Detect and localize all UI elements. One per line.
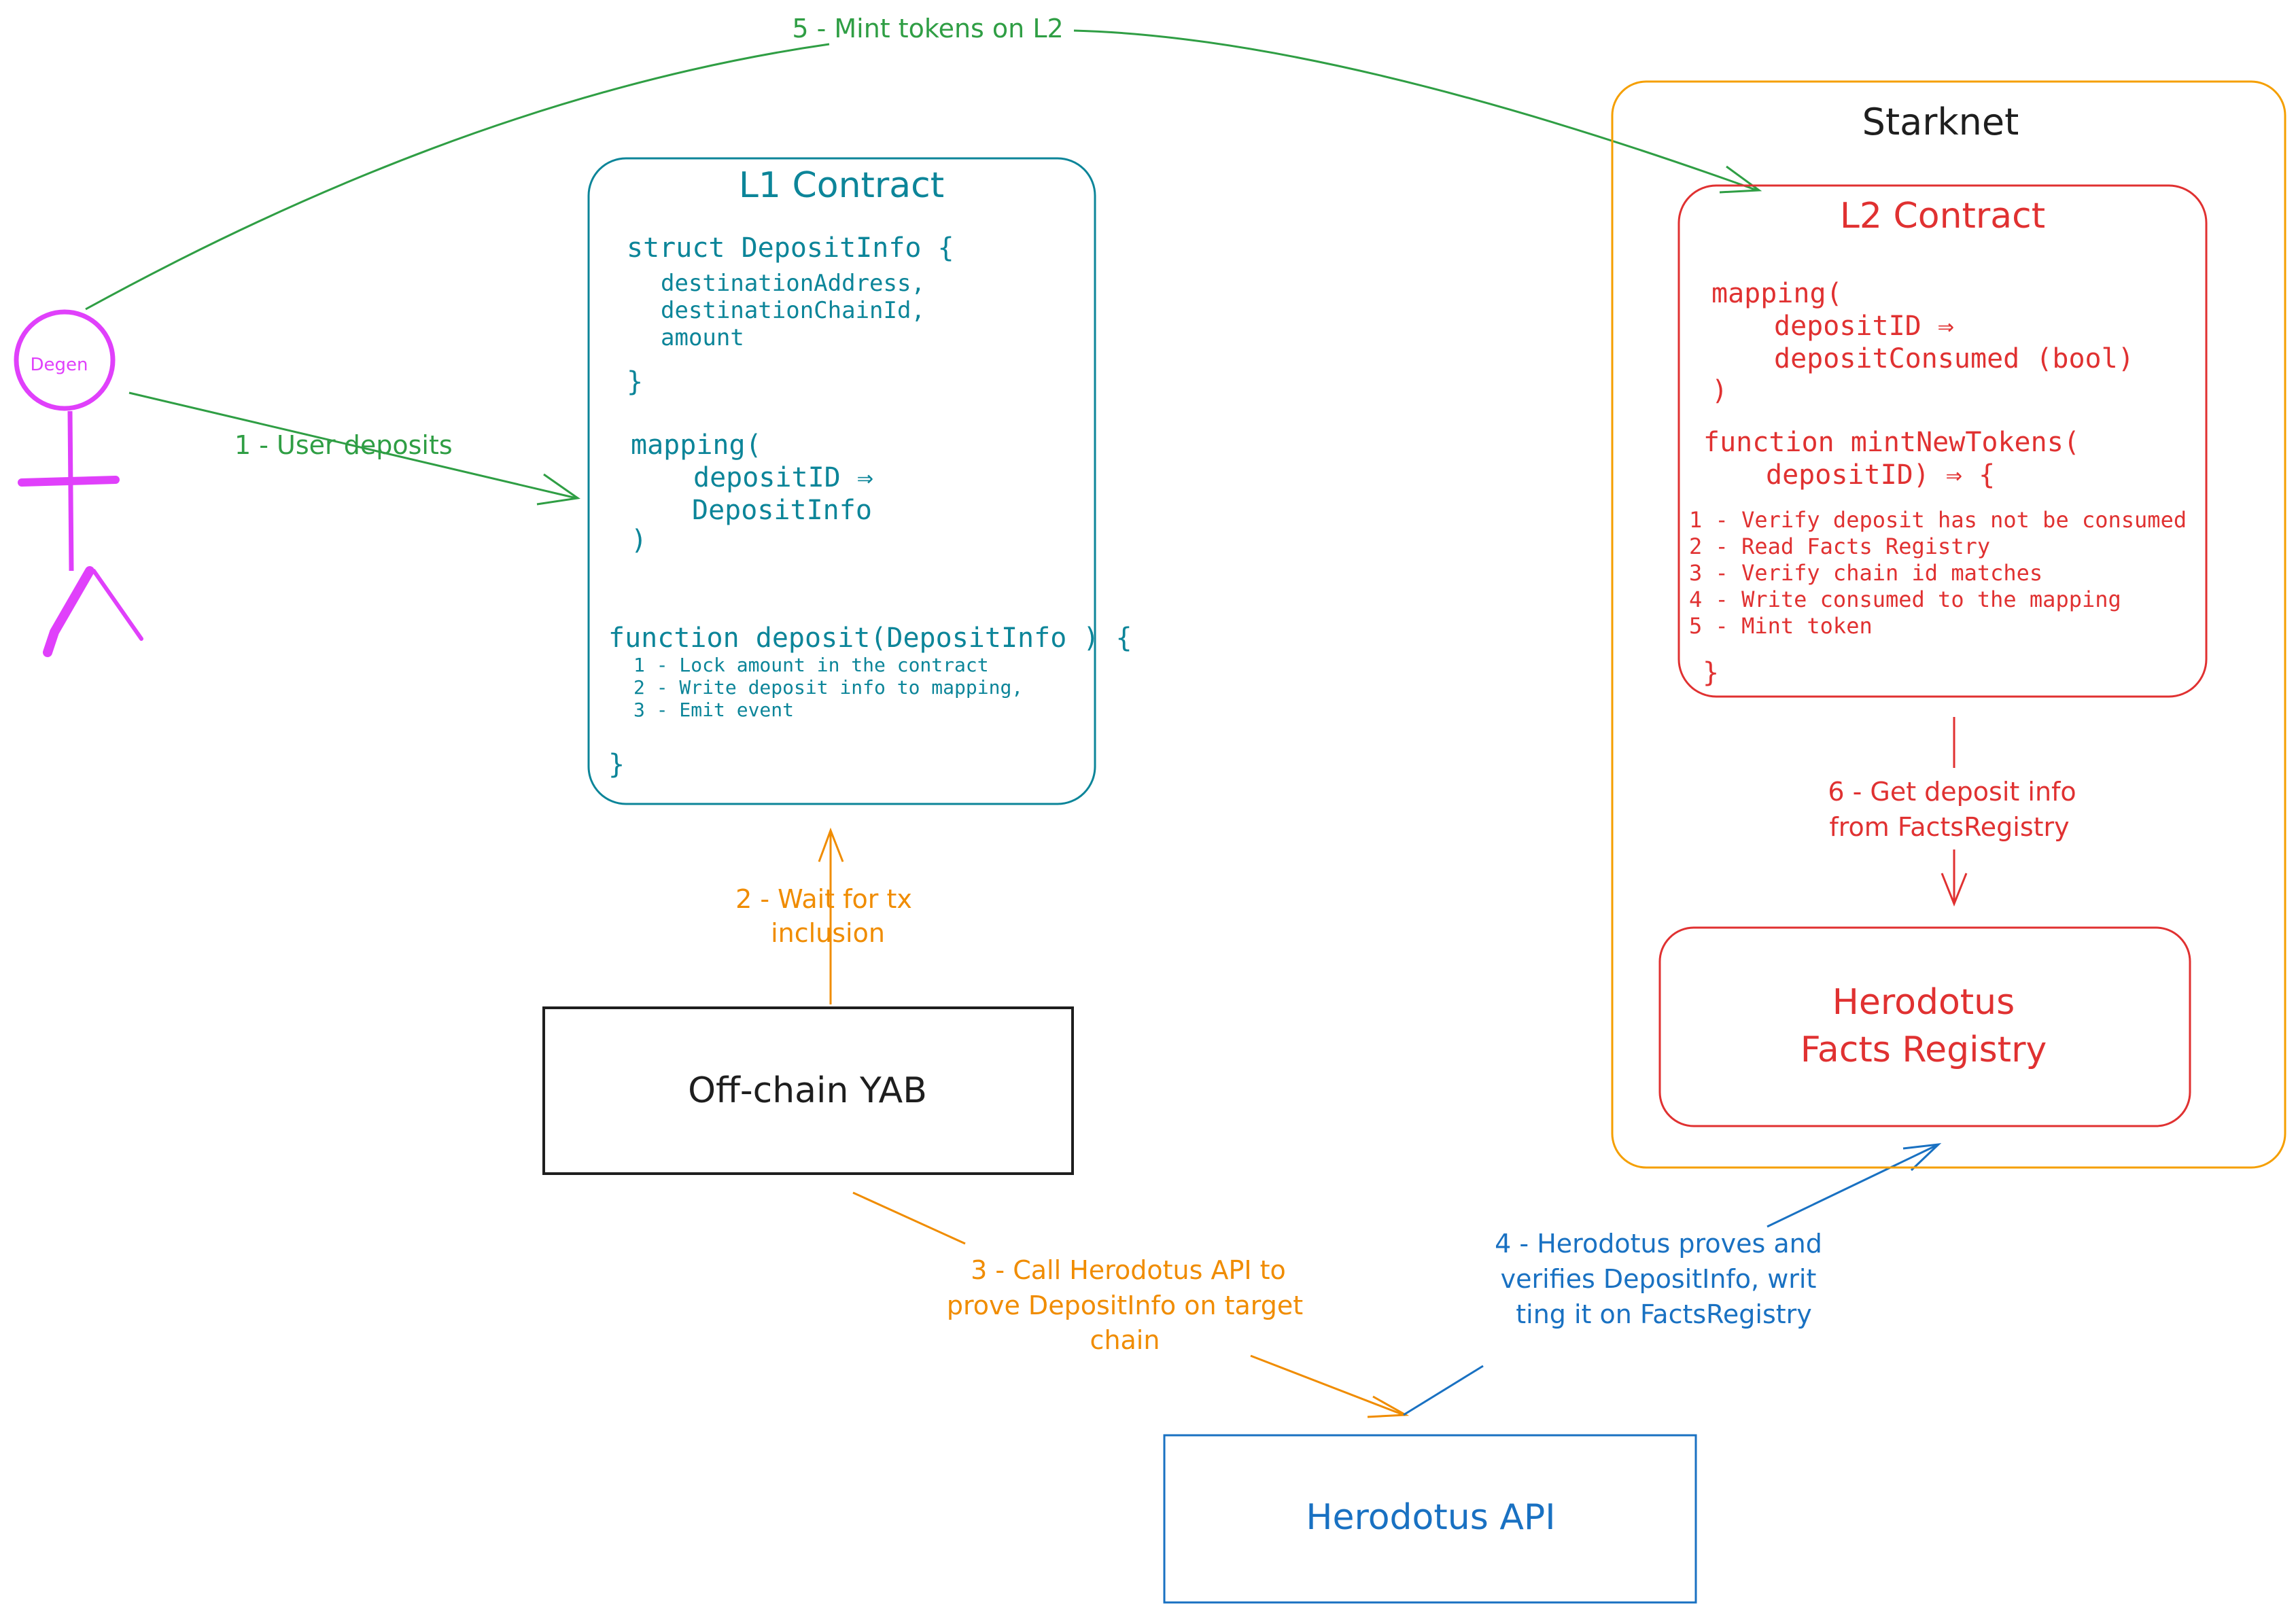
actor-label: Degen: [31, 355, 88, 375]
l2-mapping-key: depositID ⇒: [1774, 311, 1954, 342]
facts-registry-label-line1: Herodotus: [1832, 982, 2015, 1023]
edge-wait-inclusion-arrowhead: [818, 827, 844, 862]
edge-call-herodotus: 3 - Call Herodotus API to prove DepositI…: [852, 1191, 1410, 1418]
l1-function-signature: function deposit(DepositInfo ) {: [608, 622, 1132, 654]
l1-function-step: 3 - Emit event: [633, 699, 794, 721]
starknet-frame: Starknet: [1611, 80, 2286, 1169]
edge-mint-tokens: 5 - Mint tokens on L2: [85, 14, 1762, 311]
edge-call-herodotus-arrowhead: [1367, 1395, 1410, 1418]
l1-mapping-open: mapping(: [631, 429, 762, 461]
l2-function-step: 4 - Write consumed to the mapping: [1689, 586, 2121, 612]
starknet-frame-box: [1611, 80, 2286, 1169]
actor-arms: [18, 476, 120, 487]
l1-struct-field: amount: [661, 324, 744, 351]
l1-contract-title: L1 Contract: [739, 165, 944, 206]
l2-mapping-open: mapping(: [1711, 278, 1843, 309]
edge-user-deposits-line: [128, 391, 577, 499]
l2-function-close: }: [1703, 657, 1719, 688]
l1-struct-field: destinationAddress,: [661, 270, 925, 297]
edge-user-deposits-arrowhead: [536, 473, 580, 506]
l2-mapping-close: ): [1711, 375, 1728, 406]
l2-mapping-value: depositConsumed (bool): [1774, 343, 2134, 374]
l2-function-argument: depositID) ⇒ {: [1766, 459, 1995, 491]
edge-get-deposit-info: 6 - Get deposit info from FactsRegistry: [1828, 717, 2076, 907]
l2-contract: L2 Contract mapping( depositID ⇒ deposit…: [1677, 184, 2208, 698]
edge-mint-tokens-arrowhead: [1719, 165, 1762, 194]
facts-registry-box: [1658, 926, 2191, 1127]
l1-function-close: }: [608, 749, 625, 780]
degen-actor: Degen: [14, 309, 143, 657]
l1-contract: L1 Contract struct DepositInfo { destina…: [587, 157, 1132, 805]
facts-registry-label-line2: Facts Registry: [1801, 1030, 2047, 1070]
edge-wait-inclusion-label-line2: inclusion: [771, 918, 885, 948]
edge-herodotus-proves-arrowhead: [1902, 1142, 1942, 1172]
actor-head: [14, 309, 116, 411]
offchain-yab-label: Off-chain YAB: [688, 1070, 927, 1111]
l2-contract-box: [1677, 184, 2208, 698]
edge-user-deposits-label: 1 - User deposits: [234, 430, 453, 460]
l1-struct-field: destinationChainId,: [661, 297, 925, 324]
edge-call-herodotus-line-b: [1250, 1354, 1404, 1416]
edge-call-herodotus-label-line3: chain: [1090, 1325, 1160, 1355]
edge-herodotus-proves-label-line3: ting it on FactsRegistry: [1516, 1299, 1812, 1329]
starknet-title: Starknet: [1862, 101, 2019, 143]
edge-call-herodotus-line-a: [852, 1191, 966, 1245]
l1-mapping-close: ): [631, 525, 647, 556]
actor-right-leg: [92, 569, 143, 641]
facts-registry: Herodotus Facts Registry: [1658, 926, 2191, 1127]
herodotus-api-box: [1163, 1434, 1697, 1604]
herodotus-api-label: Herodotus API: [1306, 1497, 1555, 1538]
herodotus-api: Herodotus API: [1163, 1434, 1697, 1604]
edge-wait-inclusion-label-line1: 2 - Wait for tx: [735, 884, 912, 914]
edge-call-herodotus-label-line2: prove DepositInfo on target: [947, 1291, 1303, 1320]
edge-wait-inclusion: 2 - Wait for tx inclusion: [735, 827, 912, 1004]
l2-function-step: 2 - Read Facts Registry: [1689, 533, 1990, 559]
offchain-yab: Off-chain YAB: [542, 1006, 1074, 1175]
l1-function-step: 1 - Lock amount in the contract: [633, 654, 989, 676]
l1-struct-declaration: struct DepositInfo {: [627, 232, 954, 264]
edge-get-deposit-info-label-line1: 6 - Get deposit info: [1828, 777, 2076, 807]
l1-function-step: 2 - Write deposit info to mapping,: [633, 676, 1023, 699]
l2-function-signature: function mintNewTokens(: [1703, 427, 2080, 458]
edge-herodotus-proves-label-line1: 4 - Herodotus proves and: [1495, 1229, 1822, 1259]
l1-struct-close: }: [627, 366, 643, 398]
edge-mint-tokens-line-b: [1073, 29, 1758, 192]
l2-contract-title: L2 Contract: [1840, 196, 2045, 236]
edge-herodotus-proves: 4 - Herodotus proves and verifies Deposi…: [1403, 1142, 1942, 1416]
edge-user-deposits: 1 - User deposits: [128, 391, 580, 506]
edge-call-herodotus-label-line1: 3 - Call Herodotus API to: [971, 1255, 1286, 1285]
offchain-yab-box: [542, 1006, 1074, 1175]
edge-herodotus-proves-label-line2: verifies DepositInfo, writ: [1501, 1264, 1817, 1294]
edge-get-deposit-info-arrowhead: [1941, 873, 1968, 907]
l1-mapping-key: depositID ⇒: [693, 462, 873, 493]
l2-function-step: 1 - Verify deposit has not be consumed: [1689, 507, 2187, 533]
edge-mint-tokens-line-a: [85, 43, 830, 311]
edge-herodotus-proves-line-a: [1403, 1365, 1484, 1416]
l2-function-step: 5 - Mint token: [1689, 613, 1873, 639]
l2-function-step: 3 - Verify chain id matches: [1689, 560, 2042, 586]
edge-mint-tokens-label: 5 - Mint tokens on L2: [792, 14, 1063, 43]
actor-left-leg: [43, 566, 94, 657]
edge-get-deposit-info-label-line2: from FactsRegistry: [1829, 812, 2069, 842]
l1-contract-box: [587, 157, 1096, 805]
actor-body: [67, 410, 74, 572]
l1-mapping-value: DepositInfo: [692, 495, 872, 526]
edge-herodotus-proves-line-b: [1767, 1144, 1938, 1228]
